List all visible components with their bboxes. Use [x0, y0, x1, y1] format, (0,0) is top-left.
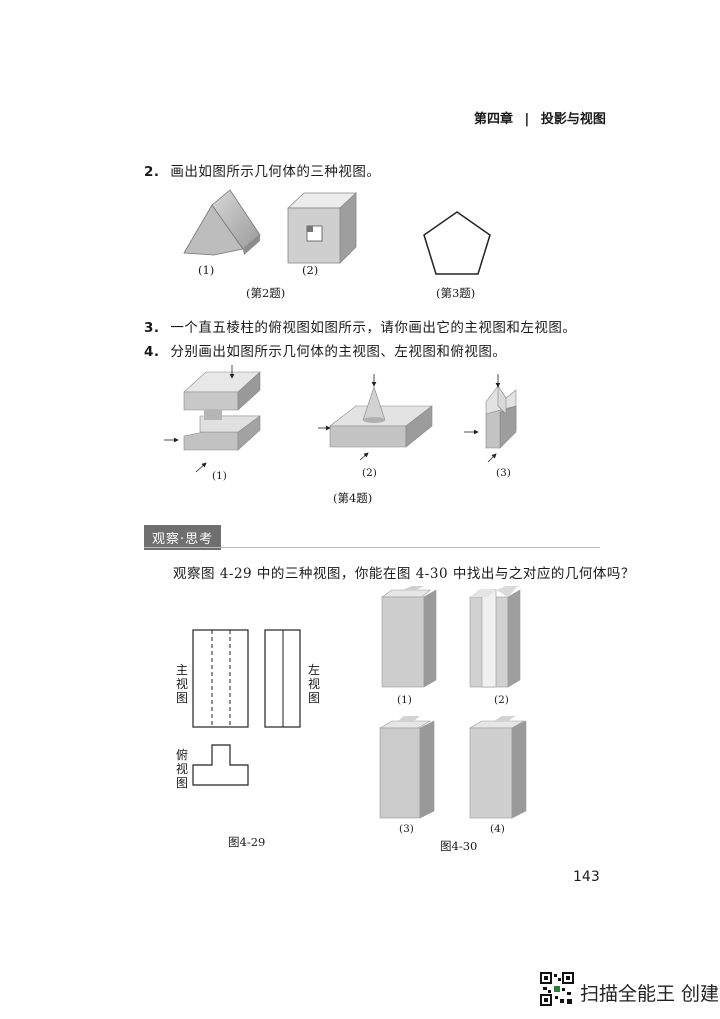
top-view-drawing — [192, 744, 249, 786]
q4-figure-label-2: (2) — [362, 467, 377, 479]
question-number: 2. — [144, 164, 160, 180]
three-views-diagram — [192, 629, 301, 786]
q4-caption: (第4题) — [333, 491, 373, 505]
cube-with-hole-figure — [286, 192, 358, 264]
section-divider — [144, 547, 600, 548]
question-text: 一个直五棱柱的俯视图如图所示，请你画出它的主视图和左视图。 — [170, 320, 577, 336]
top-view-label: 俯视图 — [175, 748, 188, 790]
pentagon-figure — [423, 211, 491, 275]
q4-figure-label-1: (1) — [212, 470, 227, 482]
chapter-number: 第四章 — [474, 112, 514, 127]
question-text: 分别画出如图所示几何体的主视图、左视图和俯视图。 — [170, 344, 507, 360]
q3-caption: (第3题) — [436, 286, 476, 300]
observe-think-tag: 观察·思考 — [144, 525, 222, 550]
question-text: 画出如图所示几何体的三种视图。 — [170, 164, 381, 180]
front-view-label: 主视图 — [175, 663, 188, 705]
figure-4-29-caption: 图4-29 — [228, 835, 266, 849]
observe-question-text: 观察图 4-29 中的三种视图，你能在图 4-30 中找出与之对应的几何体吗？ — [173, 566, 635, 582]
section-title: 投影与视图 — [540, 112, 606, 127]
chapter-title: 第四章 | 投影与视图 — [474, 108, 606, 127]
solid-4-figure — [468, 716, 527, 819]
question-4: 4. 分别画出如图所示几何体的主视图、左视图和俯视图。 — [144, 340, 506, 360]
left-view-label: 左视图 — [307, 663, 320, 705]
qr-code-icon — [540, 972, 574, 1006]
q2-figures — [183, 189, 491, 275]
front-view-drawing — [192, 629, 249, 728]
solid-label-2: (2) — [494, 694, 509, 706]
stepped-slabs-figure — [164, 365, 261, 473]
q2-figure-label-2: (2) — [302, 263, 319, 277]
question-number: 4. — [144, 344, 160, 360]
watermark-text: 扫描全能王 创建 — [580, 983, 720, 1005]
header-separator: | — [524, 112, 530, 127]
question-3: 3. 一个直五棱柱的俯视图如图所示，请你画出它的主视图和左视图。 — [144, 316, 576, 336]
triangular-prism-figure — [183, 189, 261, 256]
solid-label-4: (4) — [490, 823, 505, 835]
page-number: 143 — [573, 869, 600, 885]
q2-caption: (第2题) — [246, 286, 286, 300]
plate-with-cone-figure — [318, 374, 433, 461]
q4-figures — [164, 365, 517, 473]
solid-2-figure — [469, 586, 521, 688]
question-number: 3. — [144, 320, 160, 336]
figure-4-30-caption: 图4-30 — [440, 839, 478, 853]
solid-3-figure — [378, 716, 435, 819]
question-2: 2. 画出如图所示几何体的三种视图。 — [144, 160, 380, 180]
notched-cube-figure — [464, 374, 517, 463]
solids-diagram — [378, 586, 527, 819]
q2-figure-label-1: (1) — [198, 263, 215, 277]
solid-label-1: (1) — [397, 694, 412, 706]
solid-1-figure — [381, 586, 437, 688]
solid-label-3: (3) — [399, 823, 414, 835]
q4-figure-label-3: (3) — [496, 467, 511, 479]
